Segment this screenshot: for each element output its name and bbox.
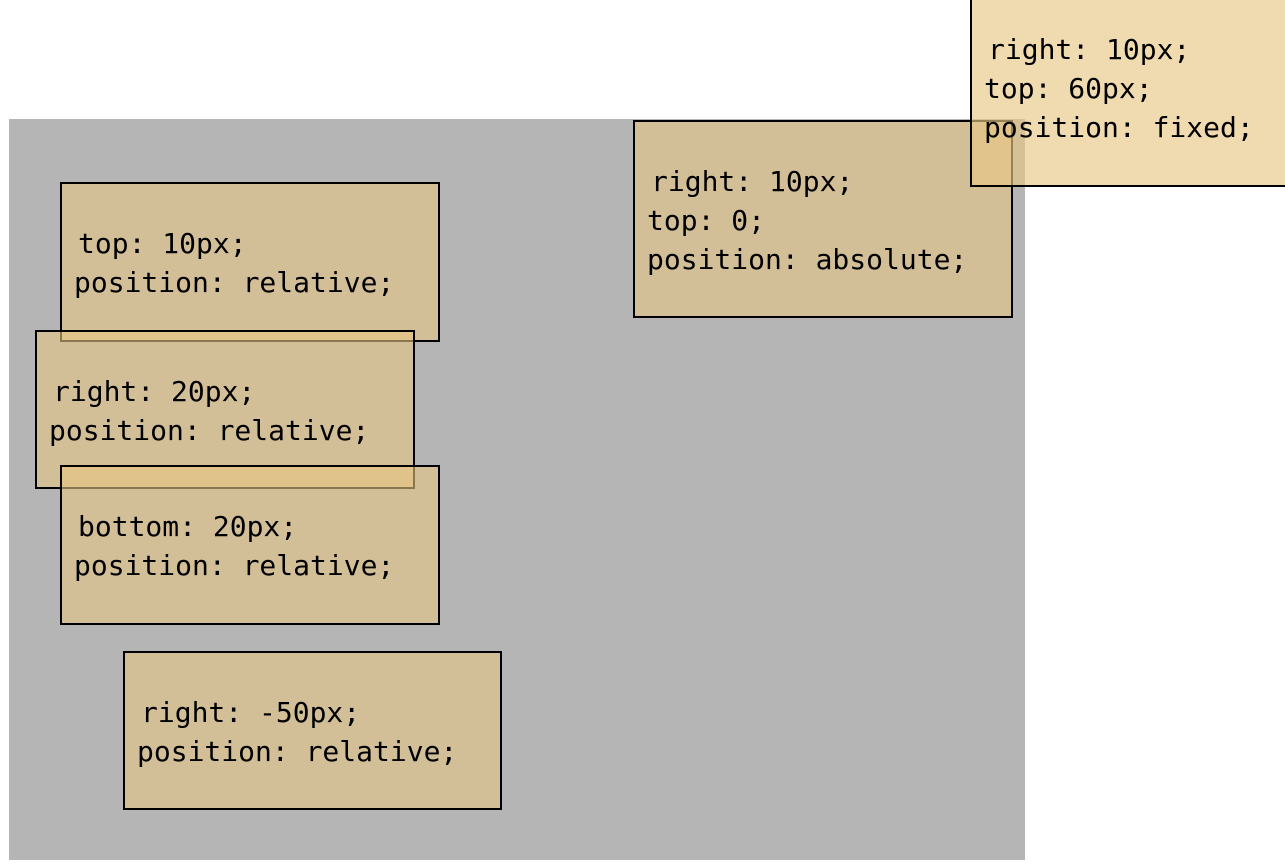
relative-bottom-box: bottom: 20px; position: relative;: [60, 465, 440, 625]
box-line-2: top: 0;: [647, 204, 766, 237]
box-line-1: right: 10px;: [651, 165, 854, 198]
absolute-box: right: 10px; top: 0; position: absolute;: [633, 120, 1013, 318]
box-line-3: position: absolute;: [647, 243, 968, 276]
box-line-2: position: relative;: [74, 266, 395, 299]
box-line-2: position: relative;: [49, 414, 370, 447]
box-line-3: position: fixed;: [984, 111, 1254, 144]
relative-right-box: right: 20px; position: relative;: [35, 330, 415, 489]
relative-top-box: top: 10px; position: relative;: [60, 182, 440, 342]
box-line-1: right: -50px;: [141, 696, 361, 729]
box-line-1: right: 10px;: [988, 33, 1191, 66]
box-line-2: position: relative;: [137, 735, 458, 768]
box-line-1: bottom: 20px;: [78, 510, 298, 543]
fixed-box: right: 10px; top: 60px; position: fixed;: [970, 0, 1285, 187]
box-line-2: top: 60px;: [984, 72, 1153, 105]
box-line-1: top: 10px;: [78, 227, 247, 260]
box-line-2: position: relative;: [74, 549, 395, 582]
box-line-1: right: 20px;: [53, 375, 256, 408]
relative-right-negative-box: right: -50px; position: relative;: [123, 651, 502, 810]
